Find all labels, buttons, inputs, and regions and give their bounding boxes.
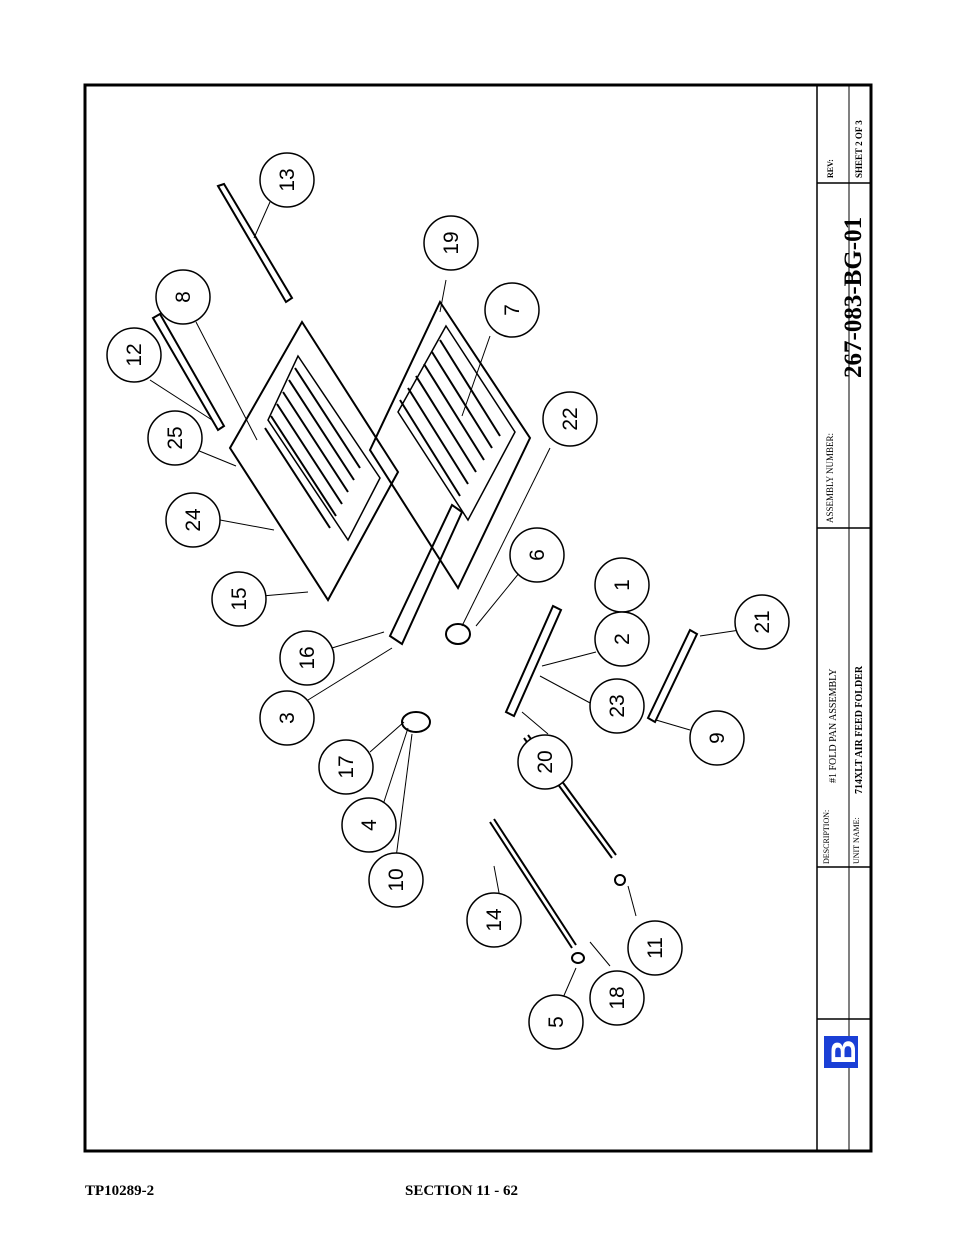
callout-label-2: 2	[611, 633, 634, 645]
callout-17	[318, 739, 374, 795]
callout-21	[734, 594, 790, 650]
callout-label-23: 23	[606, 694, 629, 717]
company-logo: B	[824, 1036, 863, 1068]
callout-7	[484, 282, 540, 338]
callout-label-19: 19	[440, 231, 463, 254]
callout-19	[423, 215, 479, 271]
callout-label-18: 18	[606, 986, 629, 1009]
callout-11	[627, 920, 683, 976]
callout-label-1: 1	[611, 579, 634, 591]
unit-name-label: UNIT NAME:	[852, 817, 861, 864]
callout-label-15: 15	[228, 587, 251, 610]
callout-6	[509, 527, 565, 583]
callout-label-25: 25	[164, 426, 187, 449]
footer-section: SECTION 11 - 62	[405, 1183, 518, 1199]
callout-leaders	[149, 201, 741, 1001]
callout-12	[106, 327, 162, 383]
unit-name: 714XLT AIR FEED FOLDER	[854, 665, 865, 794]
drawing-border	[83, 83, 873, 1153]
lower-fold-pan	[368, 299, 532, 591]
callout-3	[259, 690, 315, 746]
callout-label-17: 17	[335, 755, 358, 778]
callout-label-14: 14	[483, 908, 506, 932]
sheet-text: SHEET 2 OF 3	[854, 120, 864, 178]
callout-label-21: 21	[751, 610, 774, 633]
callout-22	[542, 391, 598, 447]
callout-18	[589, 970, 645, 1026]
callout-bubbles	[106, 152, 790, 1050]
callout-label-24: 24	[182, 508, 205, 532]
svg-text:B: B	[825, 1040, 863, 1065]
callout-13	[259, 152, 315, 208]
callout-label-3: 3	[276, 712, 299, 724]
callout-9	[689, 710, 745, 766]
upper-fold-pan	[228, 320, 400, 602]
callout-8	[155, 269, 211, 325]
callout-label-4: 4	[358, 819, 381, 831]
callout-label-20: 20	[534, 750, 557, 773]
callout-15	[211, 571, 267, 627]
callout-label-6: 6	[526, 549, 549, 561]
callout-5	[528, 994, 584, 1050]
footer-doc-id: TP10289-2	[85, 1183, 155, 1199]
callout-label-13: 13	[276, 168, 299, 191]
assembly-number: 267-083-BG-01	[840, 217, 867, 378]
title-block	[816, 85, 871, 1151]
callout-label-7: 7	[501, 304, 524, 316]
callout-2	[594, 611, 650, 667]
callout-4	[341, 797, 397, 853]
callout-20	[517, 734, 573, 790]
callout-label-5: 5	[545, 1016, 568, 1028]
callout-label-8: 8	[172, 291, 195, 303]
callout-label-9: 9	[706, 732, 729, 744]
description: #1 FOLD PAN ASSEMBLY	[828, 669, 839, 784]
rev-label: REV:	[826, 159, 835, 178]
callout-24	[165, 492, 221, 548]
callout-label-11: 11	[644, 937, 667, 959]
assembly-number-label: ASSEMBLY NUMBER:	[825, 433, 835, 523]
callout-label-12: 12	[123, 343, 146, 366]
callout-label-16: 16	[296, 646, 319, 669]
description-label: DESCRIPTION:	[822, 810, 831, 864]
callout-10	[368, 852, 424, 908]
callout-16	[279, 630, 335, 686]
callout-labels: 13 8 12 25 24 15 16 3 19 7 22 6 1 2 23 2…	[123, 168, 774, 1028]
callout-label-22: 22	[559, 407, 582, 430]
callout-label-10: 10	[385, 868, 408, 891]
callout-14	[466, 892, 522, 948]
callout-25	[147, 410, 203, 466]
callout-23	[589, 678, 645, 734]
